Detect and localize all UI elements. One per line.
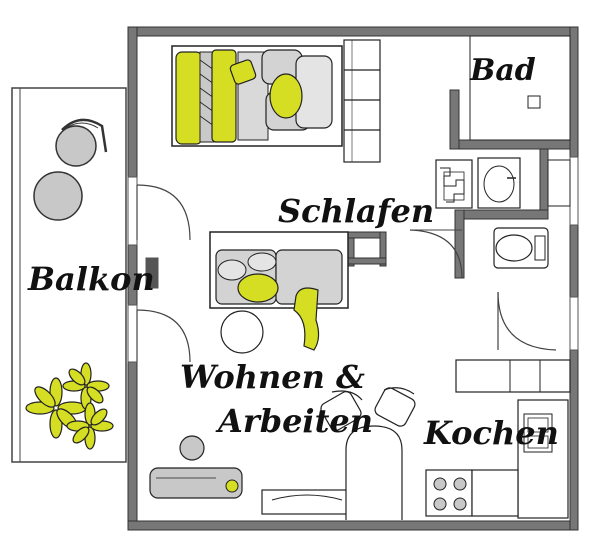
coffee-table	[220, 310, 264, 354]
kitchen	[425, 359, 571, 519]
balcony-chair	[55, 118, 108, 167]
label-schlafen: Schlafen	[278, 192, 434, 230]
label-balkon: Balkon	[27, 260, 155, 298]
label-bad: Bad	[469, 53, 536, 88]
wardrobe	[343, 39, 381, 163]
stool	[179, 435, 205, 461]
balcony-windows	[127, 176, 159, 363]
stove	[425, 469, 473, 517]
toilet	[493, 227, 549, 269]
throw-blanket	[293, 287, 320, 351]
dining-table	[345, 425, 403, 520]
balcony-table	[33, 171, 83, 221]
entrance-door	[497, 291, 557, 351]
bathroom	[409, 35, 571, 279]
shaft	[547, 159, 571, 207]
label-wohnen: Wohnen &	[180, 358, 365, 396]
partition-wall	[345, 231, 387, 267]
tv-bench	[261, 489, 353, 515]
balcony	[11, 87, 127, 463]
dining-chair	[320, 387, 416, 431]
balcony-doors	[136, 184, 191, 363]
balcony-plant	[25, 362, 114, 450]
exterior-walls	[127, 26, 579, 531]
washing-machine	[435, 159, 473, 209]
desk	[149, 467, 243, 499]
label-arbeiten: Arbeiten	[215, 402, 373, 440]
sofa	[209, 231, 349, 309]
sink	[523, 413, 553, 453]
bed	[171, 45, 343, 147]
shower	[469, 35, 571, 141]
washbasin	[477, 157, 521, 209]
label-kochen: Kochen	[423, 414, 559, 452]
